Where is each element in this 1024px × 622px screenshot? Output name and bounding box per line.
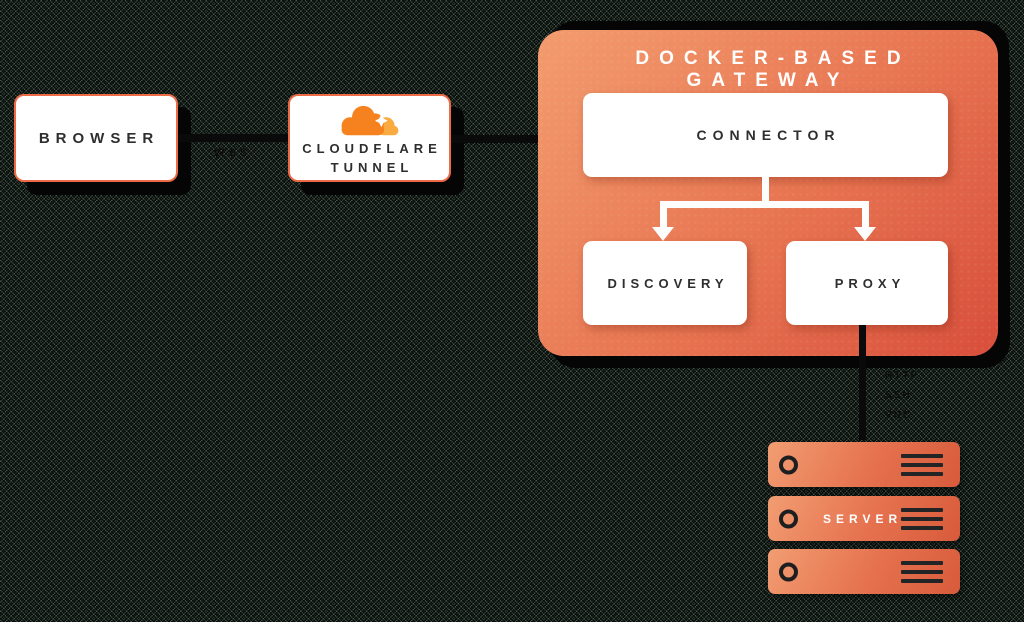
cloudflare-cloud-icon [341, 105, 398, 136]
protocol-ssh: SSH [885, 390, 912, 401]
proxy-label: PROXY [834, 275, 906, 291]
server-slab-middle: SERVER [768, 496, 960, 541]
discovery-arrow-head [652, 227, 674, 241]
connector-branch-stem [762, 177, 769, 205]
protocol-http: HTTP [885, 370, 920, 381]
server-slab-bottom [768, 549, 960, 594]
browser-tunnel-protocol-label: WSS [214, 147, 252, 159]
connector-branch-bar [660, 201, 869, 208]
vent-lines-icon [901, 449, 943, 481]
cloudflare-label-line2: TUNNEL [330, 160, 414, 175]
cloudflare-tunnel-node: CLOUDFLARE TUNNEL [288, 94, 451, 182]
proxy-server-connector-line [859, 325, 866, 440]
mount-hole-icon [779, 455, 798, 474]
browser-tunnel-connector-line [178, 134, 288, 142]
discovery-node: DISCOVERY [583, 241, 747, 325]
server-label: SERVER [823, 511, 903, 526]
mount-hole-icon [779, 562, 798, 581]
protocol-vnc: VNC [885, 410, 913, 421]
proxy-node: PROXY [786, 241, 948, 325]
vent-lines-icon [901, 503, 943, 535]
proxy-arrow-shaft [862, 201, 869, 228]
cloudflare-label-line1: CLOUDFLARE [302, 141, 442, 156]
server-slab-top [768, 442, 960, 487]
browser-node: BROWSER [14, 94, 178, 182]
vent-lines-icon [901, 556, 943, 588]
connector-node: CONNECTOR [583, 93, 948, 177]
proxy-server-protocol-labels: HTTP SSH VNC [885, 366, 919, 426]
mount-hole-icon [779, 509, 798, 528]
connector-label: CONNECTOR [696, 127, 841, 143]
browser-label: BROWSER [38, 129, 160, 147]
gateway-title: DOCKER-BASED GATEWAY [635, 48, 911, 91]
discovery-label: DISCOVERY [607, 275, 729, 291]
tunnel-connector-arrow-shaft [451, 135, 559, 143]
discovery-arrow-shaft [660, 201, 667, 228]
proxy-arrow-head [854, 227, 876, 241]
